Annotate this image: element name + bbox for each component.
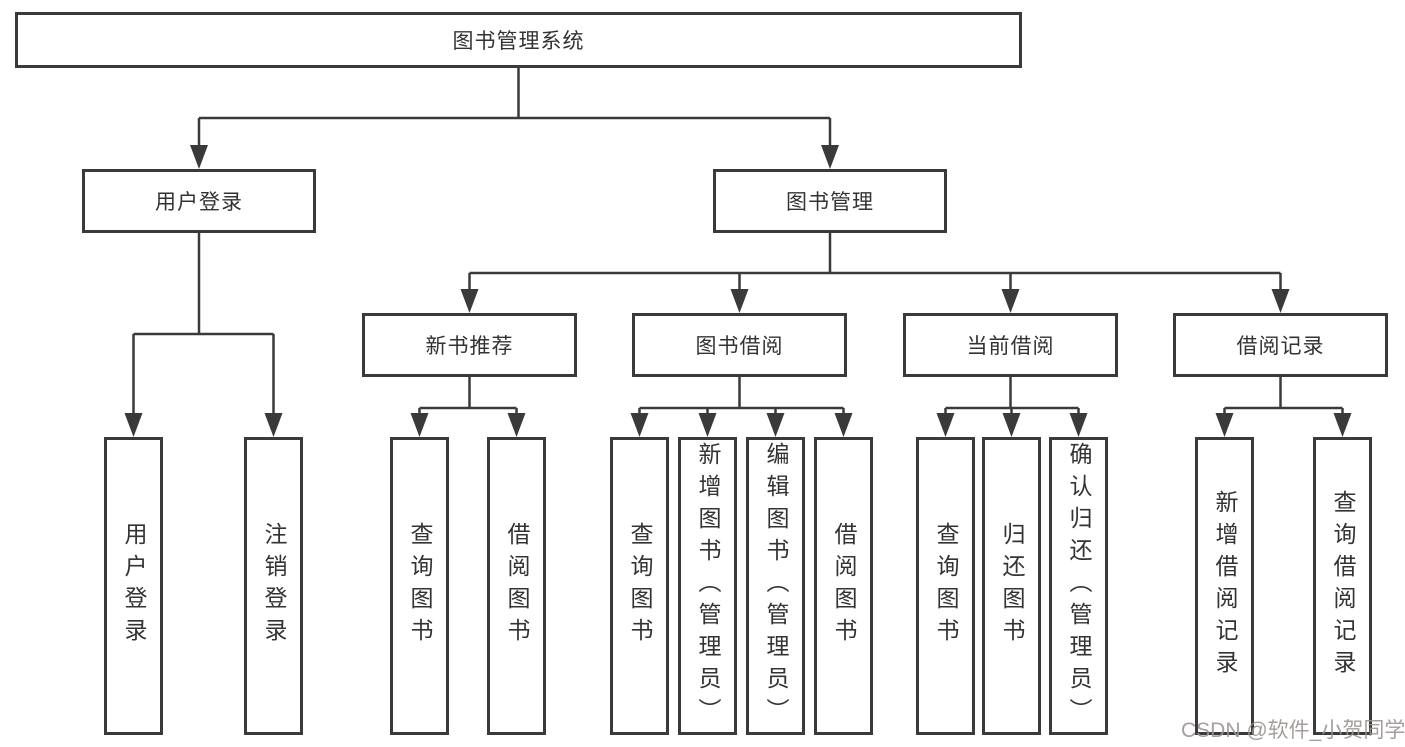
node-library-system: 图书管理系统 <box>15 12 1022 68</box>
node-label: 新书推荐 <box>425 335 514 358</box>
leaf-confirm-return-admin: 确认归还（管理员） <box>1049 437 1108 735</box>
leaf-label: 借阅图书 <box>831 522 857 650</box>
node-new-book-recommend: 新书推荐 <box>362 313 577 377</box>
leaf-label: 注销登录 <box>261 522 287 650</box>
leaf-query-books-current: 查询图书 <box>916 437 975 735</box>
leaf-label: 查询图书 <box>627 522 653 650</box>
node-borrow-records: 借阅记录 <box>1173 313 1388 377</box>
leaf-query-books-borrow: 查询图书 <box>610 437 669 735</box>
leaf-label: 查询图书 <box>933 522 959 650</box>
leaf-add-borrow-record: 新增借阅记录 <box>1195 437 1254 735</box>
leaf-edit-book-admin: 编辑图书（管理员） <box>746 437 805 735</box>
leaf-label: 新增图书（管理员） <box>695 442 721 730</box>
leaf-label: 新增借阅记录 <box>1212 490 1238 682</box>
leaf-label: 编辑图书（管理员） <box>763 442 789 730</box>
node-label: 当前借阅 <box>966 335 1055 358</box>
leaf-label: 归还图书 <box>999 522 1025 650</box>
leaf-query-books-recommend: 查询图书 <box>390 437 449 735</box>
leaf-label: 确认归还（管理员） <box>1066 442 1092 730</box>
leaf-label: 查询图书 <box>407 522 433 650</box>
leaf-label: 用户登录 <box>121 522 147 650</box>
node-label: 图书管理系统 <box>452 30 585 53</box>
node-user-login: 用户登录 <box>82 169 316 233</box>
leaf-label: 查询借阅记录 <box>1330 490 1356 682</box>
leaf-return-book: 归还图书 <box>982 437 1041 735</box>
leaf-label: 借阅图书 <box>504 522 530 650</box>
node-label: 图书借阅 <box>695 335 784 358</box>
leaf-query-borrow-record: 查询借阅记录 <box>1313 437 1372 735</box>
csdn-watermark: CSDN @软件_小贺同学 <box>1181 719 1405 742</box>
leaf-user-login: 用户登录 <box>104 437 163 735</box>
node-label: 借阅记录 <box>1236 335 1325 358</box>
node-book-management: 图书管理 <box>713 169 947 233</box>
node-label: 图书管理 <box>786 191 874 214</box>
leaf-logout: 注销登录 <box>244 437 303 735</box>
leaf-borrow-books-recommend: 借阅图书 <box>487 437 546 735</box>
node-label: 用户登录 <box>155 191 243 214</box>
arrowheads <box>124 145 1352 437</box>
leaf-add-book-admin: 新增图书（管理员） <box>678 437 737 735</box>
node-book-borrow: 图书借阅 <box>632 313 847 377</box>
leaf-borrow-books: 借阅图书 <box>814 437 873 735</box>
node-current-borrow: 当前借阅 <box>903 313 1118 377</box>
